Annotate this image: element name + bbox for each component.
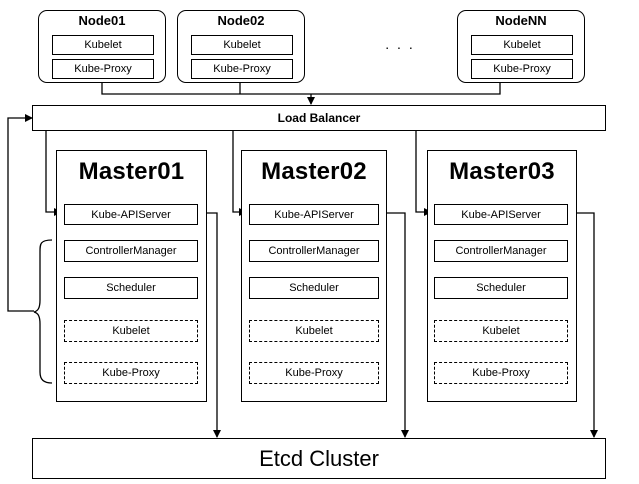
master01-feedback-line bbox=[7, 114, 34, 312]
master01-kube-proxy: Kube-Proxy bbox=[64, 362, 198, 384]
master03-title: Master03 bbox=[449, 158, 555, 185]
master02-kube-proxy: Kube-Proxy bbox=[249, 362, 379, 384]
node02-title: Node02 bbox=[217, 13, 265, 28]
nodeNN-kubelet: Kubelet bbox=[471, 35, 573, 55]
master01-kube-apiserver: Kube-APIServer bbox=[64, 204, 198, 225]
nodeNN-kube-proxy: Kube-Proxy bbox=[471, 59, 573, 79]
node01-title: Node01 bbox=[78, 13, 126, 28]
master03-api-to-etcd bbox=[571, 212, 598, 438]
master03-kube-apiserver: Kube-APIServer bbox=[434, 204, 568, 225]
master01: Master01 Kube-APIServer ControllerManage… bbox=[56, 150, 207, 402]
etcd-cluster: Etcd Cluster bbox=[32, 438, 606, 479]
master02: Master02 Kube-APIServer ControllerManage… bbox=[241, 150, 387, 402]
master01-bracket bbox=[33, 239, 53, 384]
node01-kube-proxy: Kube-Proxy bbox=[52, 59, 154, 79]
more-nodes-ellipsis: . . . bbox=[385, 36, 415, 52]
master03-kube-proxy: Kube-Proxy bbox=[434, 362, 568, 384]
master02-api-to-etcd bbox=[386, 212, 409, 438]
node02-kubelet: Kubelet bbox=[191, 35, 293, 55]
master01-controller-manager: ControllerManager bbox=[64, 240, 198, 262]
master01-title: Master01 bbox=[78, 158, 185, 185]
master01-kubelet: Kubelet bbox=[64, 320, 198, 342]
master02-kube-apiserver: Kube-APIServer bbox=[249, 204, 379, 225]
master03: Master03 Kube-APIServer ControllerManage… bbox=[427, 150, 577, 402]
lb-to-master03-api bbox=[415, 131, 432, 216]
nodeNN: NodeNN Kubelet Kube-Proxy bbox=[457, 10, 585, 83]
node02: Node02 Kubelet Kube-Proxy bbox=[177, 10, 305, 83]
node01-kubelet: Kubelet bbox=[52, 35, 154, 55]
master02-kubelet: Kubelet bbox=[249, 320, 379, 342]
master02-controller-manager: ControllerManager bbox=[249, 240, 379, 262]
master01-scheduler: Scheduler bbox=[64, 277, 198, 299]
node01: Node01 Kubelet Kube-Proxy bbox=[38, 10, 166, 83]
load-balancer: Load Balancer bbox=[32, 105, 606, 131]
master03-scheduler: Scheduler bbox=[434, 277, 568, 299]
node01-to-lb-line bbox=[101, 83, 501, 95]
master02-title: Master02 bbox=[261, 158, 367, 185]
node02-kube-proxy: Kube-Proxy bbox=[191, 59, 293, 79]
master02-scheduler: Scheduler bbox=[249, 277, 379, 299]
master03-controller-manager: ControllerManager bbox=[434, 240, 568, 262]
nodeNN-title: NodeNN bbox=[495, 13, 547, 28]
master03-kubelet: Kubelet bbox=[434, 320, 568, 342]
